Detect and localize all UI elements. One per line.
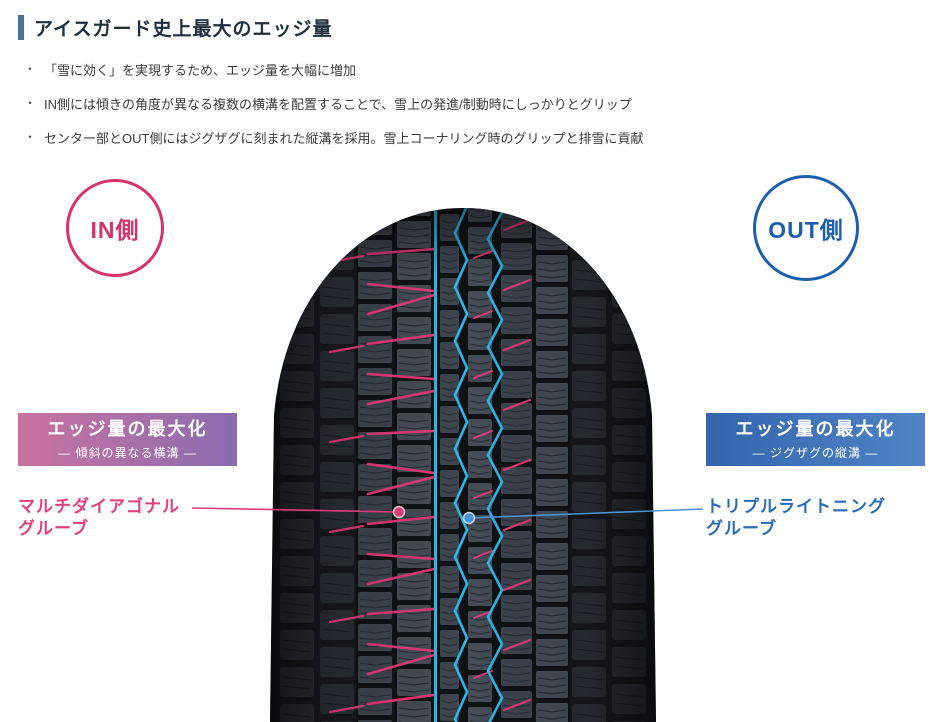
left-callout-box: エッジ量の最大化 ― 傾斜の異なる横溝 ― xyxy=(18,413,237,466)
right-callout-title: エッジ量の最大化 xyxy=(735,419,896,440)
right-groove-name-line1: トリプルライトニング xyxy=(706,497,886,516)
right-callout-box: エッジ量の最大化 ― ジグザグの縦溝 ― xyxy=(706,413,925,466)
left-callout-subtitle: ― 傾斜の異なる横溝 ― xyxy=(58,445,197,460)
bullet-marker: ・ xyxy=(24,62,37,76)
out-side-label: OUT側 xyxy=(768,217,844,243)
out-side-badge: OUT側 xyxy=(753,175,859,281)
bullet-text: 「雪に効く」を実現するため、エッジ量を大幅に増加 xyxy=(44,63,357,78)
bullet-marker: ・ xyxy=(24,96,37,110)
right-callout-subtitle: ― ジグザグの縦溝 ― xyxy=(752,445,879,460)
page-title: アイスガード史上最大のエッジ量 xyxy=(34,19,333,40)
left-groove-name: マルチダイアゴナル グルーブ xyxy=(18,496,180,541)
in-side-label: IN側 xyxy=(90,217,140,243)
bullet-item: ・ 「雪に効く」を実現するため、エッジ量を大幅に増加 xyxy=(24,60,643,79)
in-side-badge: IN側 xyxy=(66,179,164,277)
right-groove-name: トリプルライトニング グルーブ xyxy=(706,496,886,541)
bullet-marker: ・ xyxy=(24,130,37,144)
bullet-list: ・ 「雪に効く」を実現するため、エッジ量を大幅に増加 ・ IN側には傾きの角度が… xyxy=(24,60,643,162)
bullet-item: ・ IN側には傾きの角度が異なる複数の横溝を配置することで、雪上の発進/制動時に… xyxy=(24,94,643,113)
left-groove-name-line1: マルチダイアゴナル xyxy=(18,497,180,516)
tire-photo xyxy=(268,198,658,722)
bullet-text: センター部とOUT側にはジグザグに刻まれた縦溝を採用。雪上コーナリング時のグリッ… xyxy=(44,131,644,146)
bullet-item: ・ センター部とOUT側にはジグザグに刻まれた縦溝を採用。雪上コーナリング時のグ… xyxy=(24,128,643,147)
left-callout-title: エッジ量の最大化 xyxy=(47,419,208,440)
left-groove-name-line2: グルーブ xyxy=(18,519,89,539)
tire-tread-illustration xyxy=(270,208,656,722)
accent-bar xyxy=(18,15,24,40)
right-groove-name-line2: グルーブ xyxy=(706,519,777,539)
bullet-text: IN側には傾きの角度が異なる複数の横溝を配置することで、雪上の発進/制動時にしっ… xyxy=(44,97,632,112)
section-header: アイスガード史上最大のエッジ量 xyxy=(18,14,332,41)
